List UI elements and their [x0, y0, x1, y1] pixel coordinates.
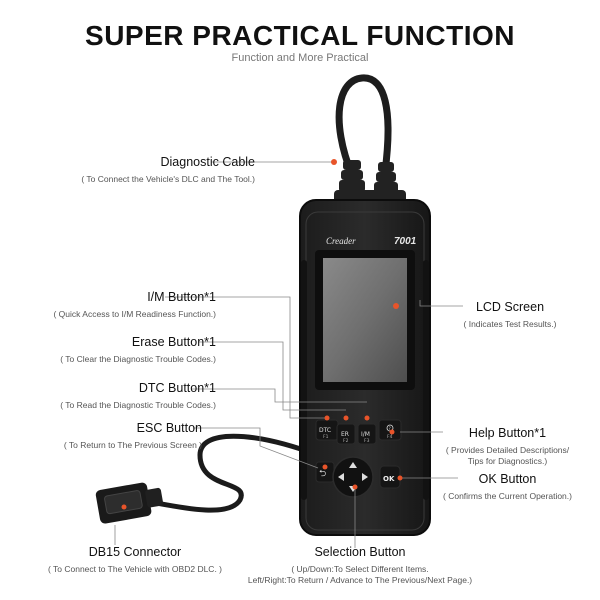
callout-desc-line1: ( Provides Detailed Descriptions/: [445, 444, 570, 455]
im-key-label: I/M: [361, 431, 370, 438]
accent-dots: [121, 159, 403, 510]
db15-connector-icon: [95, 482, 164, 524]
callout-desc: ( To Clear the Diagnostic Trouble Codes.…: [60, 353, 216, 364]
page-subheadline: Function and More Practical: [231, 52, 369, 64]
db15-cable: [137, 433, 321, 513]
callout-desc: ( To Read the Diagnostic Trouble Codes.): [60, 399, 216, 410]
cable-plug-icon: [334, 160, 406, 206]
ok-key-label: OK: [383, 475, 395, 483]
callout-desc: ( Quick Access to I/M Readiness Function…: [53, 308, 216, 319]
callout-title: ESC Button: [136, 421, 202, 435]
callout-desc-line1: ( Up/Down:To Select Different Items.: [291, 563, 429, 574]
callout-title: I/M Button*1: [147, 290, 216, 304]
callout-desc: ( To Return to The Previous Screen ): [63, 439, 202, 450]
esc-return-icon: ⮌: [319, 469, 326, 479]
callout-desc-line2: Left/Right:To Return / Advance to The Pr…: [247, 575, 473, 586]
er-key-label: ER: [341, 431, 349, 438]
help-key-sub: F4: [387, 434, 393, 440]
dpad-arrows-icon: [332, 456, 374, 498]
callout-lcd-screen: LCD Screen ( Indicates Test Results.): [440, 300, 580, 330]
callout-db15-connector: DB15 Connector ( To Connect to The Vehic…: [20, 545, 250, 575]
callout-erase-button: Erase Button*1 ( To Clear the Diagnostic…: [20, 335, 216, 365]
diagnostic-cable: [335, 74, 392, 179]
callout-diagnostic-cable: Diagnostic Cable ( To Connect the Vehicl…: [40, 155, 255, 185]
device-brand: Creader: [326, 236, 356, 246]
callout-desc: ( Indicates Test Results.): [463, 318, 557, 329]
dtc-key-label: DTC: [319, 427, 331, 434]
callout-im-button: I/M Button*1 ( Quick Access to I/M Readi…: [20, 290, 216, 320]
callout-title: LCD Screen: [475, 300, 545, 314]
callout-title: Diagnostic Cable: [160, 155, 256, 169]
callout-desc: ( Confirms the Current Operation.): [443, 490, 572, 501]
callout-desc: ( To Connect to The Vehicle with OBD2 DL…: [47, 563, 223, 574]
callout-help-button: Help Button*1 ( Provides Detailed Descri…: [425, 426, 590, 468]
svg-text:?: ?: [389, 426, 391, 431]
callout-desc: ( Provides Detailed Descriptions/ Tips f…: [425, 445, 590, 468]
callout-dtc-button: DTC Button*1 ( To Read the Diagnostic Tr…: [20, 381, 216, 411]
lcd-screen: [323, 258, 407, 382]
callout-desc-line2: Tips for Diagnostics.): [467, 456, 548, 467]
dtc-key-sub: F1: [323, 434, 329, 440]
page-headline: SUPER PRACTICAL FUNCTION: [85, 20, 515, 51]
callout-title: OK Button: [478, 472, 537, 486]
callout-title: DB15 Connector: [88, 545, 182, 559]
callout-desc: ( To Connect the Vehicle's DLC and The T…: [81, 173, 255, 184]
im-key-sub: F3: [364, 438, 370, 444]
function-keys: [315, 419, 402, 445]
callout-title: DTC Button*1: [138, 381, 216, 395]
callout-title: Erase Button*1: [131, 335, 216, 349]
callout-ok-button: OK Button ( Confirms the Current Operati…: [425, 472, 590, 502]
device-model: 7001: [394, 236, 417, 247]
callout-title: Selection Button: [314, 545, 406, 559]
callout-title: Help Button*1: [468, 426, 547, 440]
callout-selection-button: Selection Button ( Up/Down:To Select Dif…: [230, 545, 490, 587]
callout-esc-button: ESC Button ( To Return to The Previous S…: [20, 421, 202, 451]
callout-desc: ( Up/Down:To Select Different Items. Lef…: [230, 564, 490, 587]
er-key-sub: F2: [343, 438, 349, 444]
